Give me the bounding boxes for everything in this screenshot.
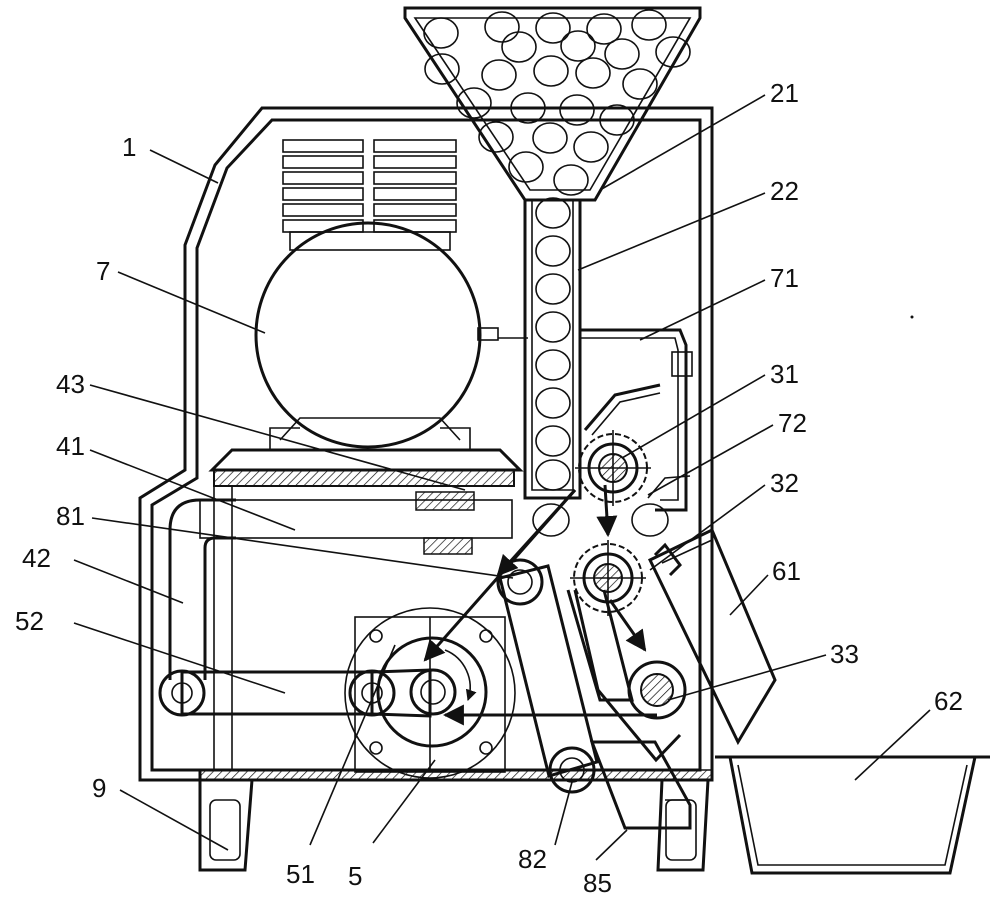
label-5: 5 — [348, 861, 362, 891]
roller-81 — [496, 558, 544, 606]
label-7: 7 — [96, 256, 110, 286]
label-81: 81 — [56, 501, 85, 531]
label-9: 9 — [92, 773, 106, 803]
label-33: 33 — [830, 639, 859, 669]
base-plate — [199, 769, 713, 781]
label-42: 42 — [22, 543, 51, 573]
label-72: 72 — [778, 408, 807, 438]
crank-wheel-5 — [344, 607, 516, 779]
label-52: 52 — [15, 606, 44, 636]
tube-balls — [532, 197, 669, 537]
label-82: 82 — [518, 844, 547, 874]
label-32: 32 — [770, 468, 799, 498]
cooling-fins — [282, 139, 457, 251]
label-41: 41 — [56, 431, 85, 461]
label-21: 21 — [770, 78, 799, 108]
feet — [198, 779, 710, 872]
roller-33 — [627, 660, 687, 720]
feed-tube-22 — [523, 200, 582, 500]
motion-arrows — [423, 484, 657, 726]
label-1: 1 — [122, 132, 136, 162]
leader-lines — [73, 94, 931, 861]
reference-labels: 1 7 43 41 81 42 52 9 51 5 82 85 21 22 71… — [15, 78, 963, 898]
label-61: 61 — [772, 556, 801, 586]
hopper-balls — [423, 9, 691, 196]
stray-dot — [910, 315, 914, 319]
guide-plate — [653, 542, 682, 577]
label-85: 85 — [583, 868, 612, 898]
label-62: 62 — [934, 686, 963, 716]
chute-85 — [589, 740, 692, 830]
label-71: 71 — [770, 263, 799, 293]
motor — [208, 139, 528, 472]
frame-41 — [168, 469, 515, 771]
label-51: 51 — [286, 859, 315, 889]
sprocket-31 — [575, 430, 651, 506]
label-22: 22 — [770, 176, 799, 206]
hopper-21 — [403, 6, 702, 202]
linkage-71 — [580, 328, 693, 512]
container-62 — [715, 755, 990, 875]
label-31: 31 — [770, 359, 799, 389]
label-43: 43 — [56, 369, 85, 399]
connecting-rod-52 — [158, 649, 477, 718]
swing-frame — [498, 564, 682, 778]
